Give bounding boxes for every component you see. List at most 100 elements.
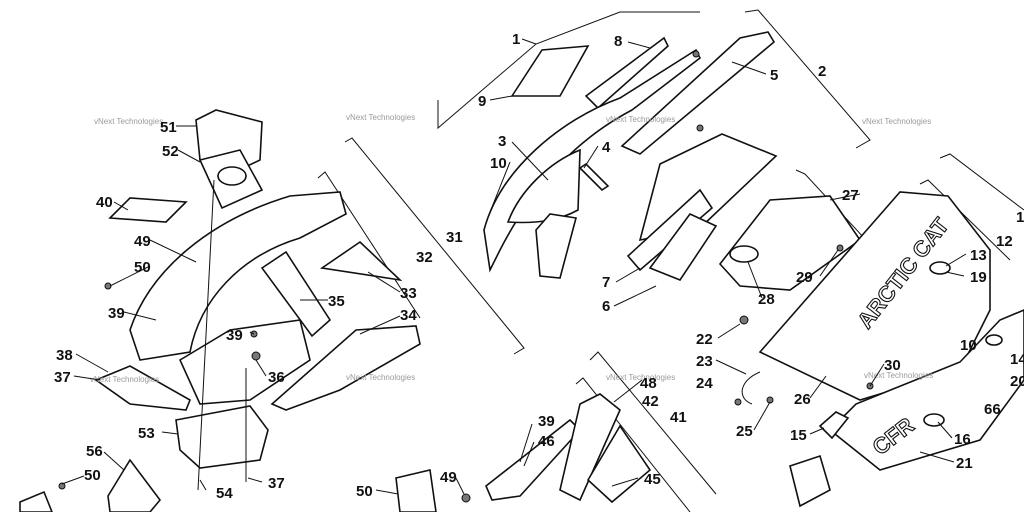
part-6-pad xyxy=(648,213,718,281)
part-5-side-panel xyxy=(620,31,776,155)
part-29-screw xyxy=(836,244,844,252)
callout-40: 40 xyxy=(96,194,113,211)
callout-48: 48 xyxy=(640,375,657,392)
callout-6: 6 xyxy=(602,298,610,315)
callout-28: 28 xyxy=(758,291,775,308)
part-38-strip xyxy=(94,365,192,411)
part-46-guard xyxy=(485,418,582,501)
part-22-rivet xyxy=(739,315,749,325)
part-50-screw-lower xyxy=(58,482,66,490)
callout-32: 32 xyxy=(416,249,433,266)
callout-38: 38 xyxy=(56,347,73,364)
callouts: 1 2 3 4 5 6 7 8 9 10 11 12 13 14 15 16 1… xyxy=(54,31,1024,502)
callout-21: 21 xyxy=(956,455,973,472)
callout-20: 20 xyxy=(1010,373,1024,390)
callout-4: 4 xyxy=(602,139,611,156)
part-3-trim xyxy=(506,148,581,224)
callout-25: 25 xyxy=(736,423,753,440)
part-13-grommet xyxy=(929,261,951,275)
part-23-cable xyxy=(741,371,761,405)
callout-52: 52 xyxy=(162,143,179,160)
windshield-group xyxy=(483,31,778,281)
callout-19: 19 xyxy=(970,269,987,286)
callout-1: 1 xyxy=(512,31,520,48)
callout-29: 29 xyxy=(796,269,813,286)
callout-50b: 50 xyxy=(84,467,101,484)
callout-23: 23 xyxy=(696,353,713,370)
callout-34: 34 xyxy=(400,307,417,324)
callout-56: 56 xyxy=(86,443,103,460)
watermark: vNext Technologies xyxy=(864,371,933,380)
leader-lines xyxy=(61,38,967,495)
watermark: vNext Technologies xyxy=(862,117,931,126)
callout-13: 13 xyxy=(970,247,987,264)
callout-36: 36 xyxy=(268,369,285,386)
callout-49: 49 xyxy=(134,233,151,250)
callout-39: 39 xyxy=(108,305,125,322)
callout-45: 45 xyxy=(644,471,661,488)
watermark: vNext Technologies xyxy=(94,117,163,126)
callout-41: 41 xyxy=(670,409,687,426)
part-56-lower xyxy=(19,490,53,512)
part-15-clip xyxy=(818,411,850,440)
callout-10: 10 xyxy=(490,155,507,172)
bracket-12 xyxy=(919,179,1011,261)
callout-11: 11 xyxy=(1016,209,1024,226)
callout-33: 33 xyxy=(400,285,417,302)
part-4-clip xyxy=(578,162,610,192)
part-52-hole xyxy=(217,166,247,186)
bracket-42 xyxy=(575,377,691,512)
bracket-31 xyxy=(344,137,525,355)
part-39-liner xyxy=(178,319,311,405)
part-56-hood xyxy=(129,191,347,361)
part-33-screen xyxy=(319,240,403,282)
part-10-bracket xyxy=(535,213,578,279)
part-56-panel xyxy=(107,458,162,512)
part-21-lower-panel xyxy=(828,309,1024,471)
callout-42: 42 xyxy=(642,393,659,410)
callout-8: 8 xyxy=(614,33,622,50)
hood-group xyxy=(94,109,421,491)
bracket-41 xyxy=(589,351,717,495)
callout-26: 26 xyxy=(794,391,811,408)
callout-27: 27 xyxy=(842,187,859,204)
part-50-bracket xyxy=(395,469,437,512)
callout-37: 37 xyxy=(54,369,71,386)
bolt xyxy=(696,124,704,132)
part-24-end xyxy=(734,398,742,406)
callout-14: 14 xyxy=(1010,351,1024,368)
part-54-line xyxy=(197,179,215,491)
callout-7: 7 xyxy=(602,274,610,291)
watermark: vNext Technologies xyxy=(346,373,415,382)
callout-39b: 39 xyxy=(226,327,243,344)
callout-37b: 37 xyxy=(268,475,285,492)
part-15-plate xyxy=(789,454,831,508)
callout-46: 46 xyxy=(538,433,555,450)
bolt xyxy=(692,50,700,58)
callout-9: 9 xyxy=(478,93,486,110)
part-8-trim-strip xyxy=(584,36,669,110)
lower-parts-group xyxy=(19,393,652,512)
part-14-grommet xyxy=(985,334,1003,346)
callout-54: 54 xyxy=(216,485,233,502)
decal-sub: 10 xyxy=(960,337,977,354)
watermarks: vNext Technologies vNext Technologies vN… xyxy=(90,113,933,384)
callout-24: 24 xyxy=(696,375,713,392)
callout-30: 30 xyxy=(884,357,901,374)
part-40-film xyxy=(108,197,188,223)
part-36-grommet xyxy=(251,351,261,361)
bracket-2 xyxy=(744,9,871,149)
part-49-nut xyxy=(461,493,471,503)
callout-50: 50 xyxy=(134,259,151,276)
callout-49b: 49 xyxy=(440,469,457,486)
callout-66: 66 xyxy=(984,401,1001,418)
callout-50c: 50 xyxy=(356,483,373,500)
callout-3: 3 xyxy=(498,133,506,150)
callout-31: 31 xyxy=(446,229,463,246)
watermark: vNext Technologies xyxy=(346,113,415,122)
part-45-cover xyxy=(586,424,652,504)
callout-15: 15 xyxy=(790,427,807,444)
watermark: vNext Technologies xyxy=(606,373,675,382)
